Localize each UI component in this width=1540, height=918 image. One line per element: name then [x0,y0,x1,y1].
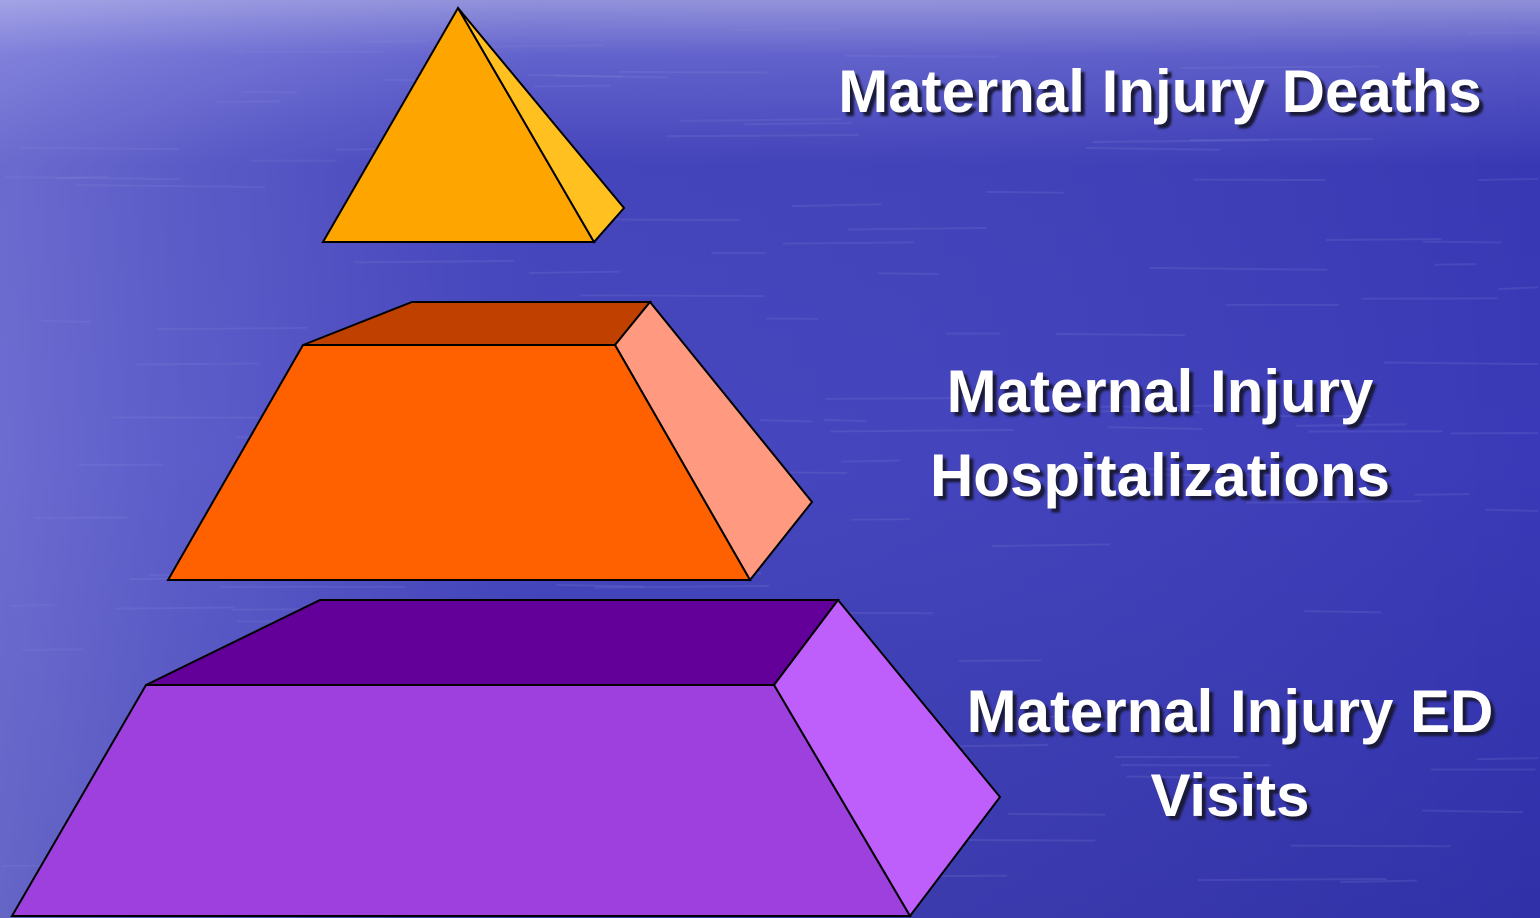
pyramid-tier-top [323,8,624,242]
label-line: Hospitalizations [860,434,1460,518]
label-line: Maternal Injury ED [920,670,1540,754]
tier-bottom-top-face [146,600,838,685]
tier-bottom-front-face [12,685,910,916]
pyramid-tier-middle [168,302,812,580]
label-maternal-injury-deaths: Maternal Injury Deaths [780,50,1540,134]
label-line: Visits [920,754,1540,838]
label-maternal-injury-ed-visits: Maternal Injury ED Visits [920,670,1540,838]
label-maternal-injury-hospitalizations: Maternal Injury Hospitalizations [860,350,1460,518]
tier-middle-top-face [303,302,650,345]
pyramid-tier-bottom [12,600,1000,916]
label-line: Maternal Injury Deaths [780,50,1540,134]
label-line: Maternal Injury [860,350,1460,434]
